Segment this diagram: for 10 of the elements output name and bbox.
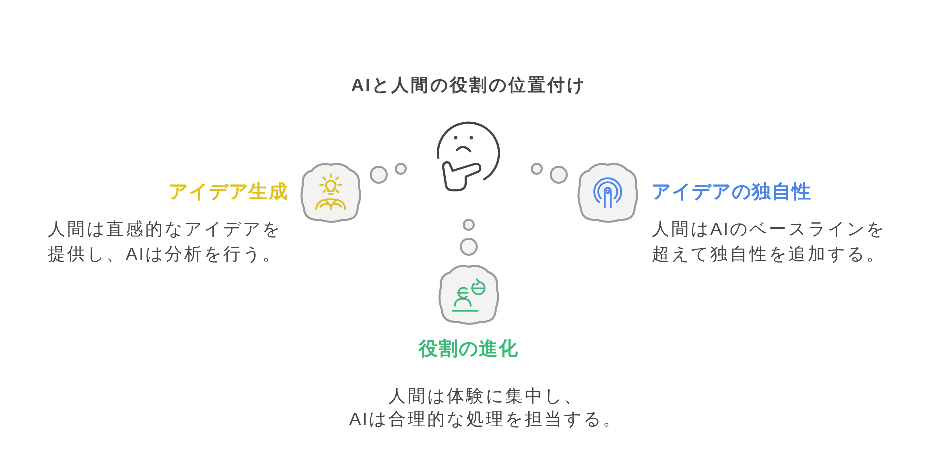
thought-cloud: [300, 162, 362, 224]
section-heading: アイデアの独自性: [652, 181, 812, 205]
description-text: 人間はAIのベースラインを超えて独自性を追加する。: [652, 218, 888, 266]
thought-cloud: [577, 162, 639, 224]
description-text: 人間は体験に集中し、AIは合理的な処理を担当する。: [348, 385, 624, 431]
diagram-title: AIと人間の役割の位置付け: [352, 74, 586, 97]
description-text: 人間は直感的なアイデアを提供し、AIは分析を行う。: [48, 218, 284, 266]
thought-cloud: [438, 264, 500, 326]
section-heading: アイデア生成: [169, 181, 289, 205]
section-heading: 役割の進化: [419, 338, 519, 362]
